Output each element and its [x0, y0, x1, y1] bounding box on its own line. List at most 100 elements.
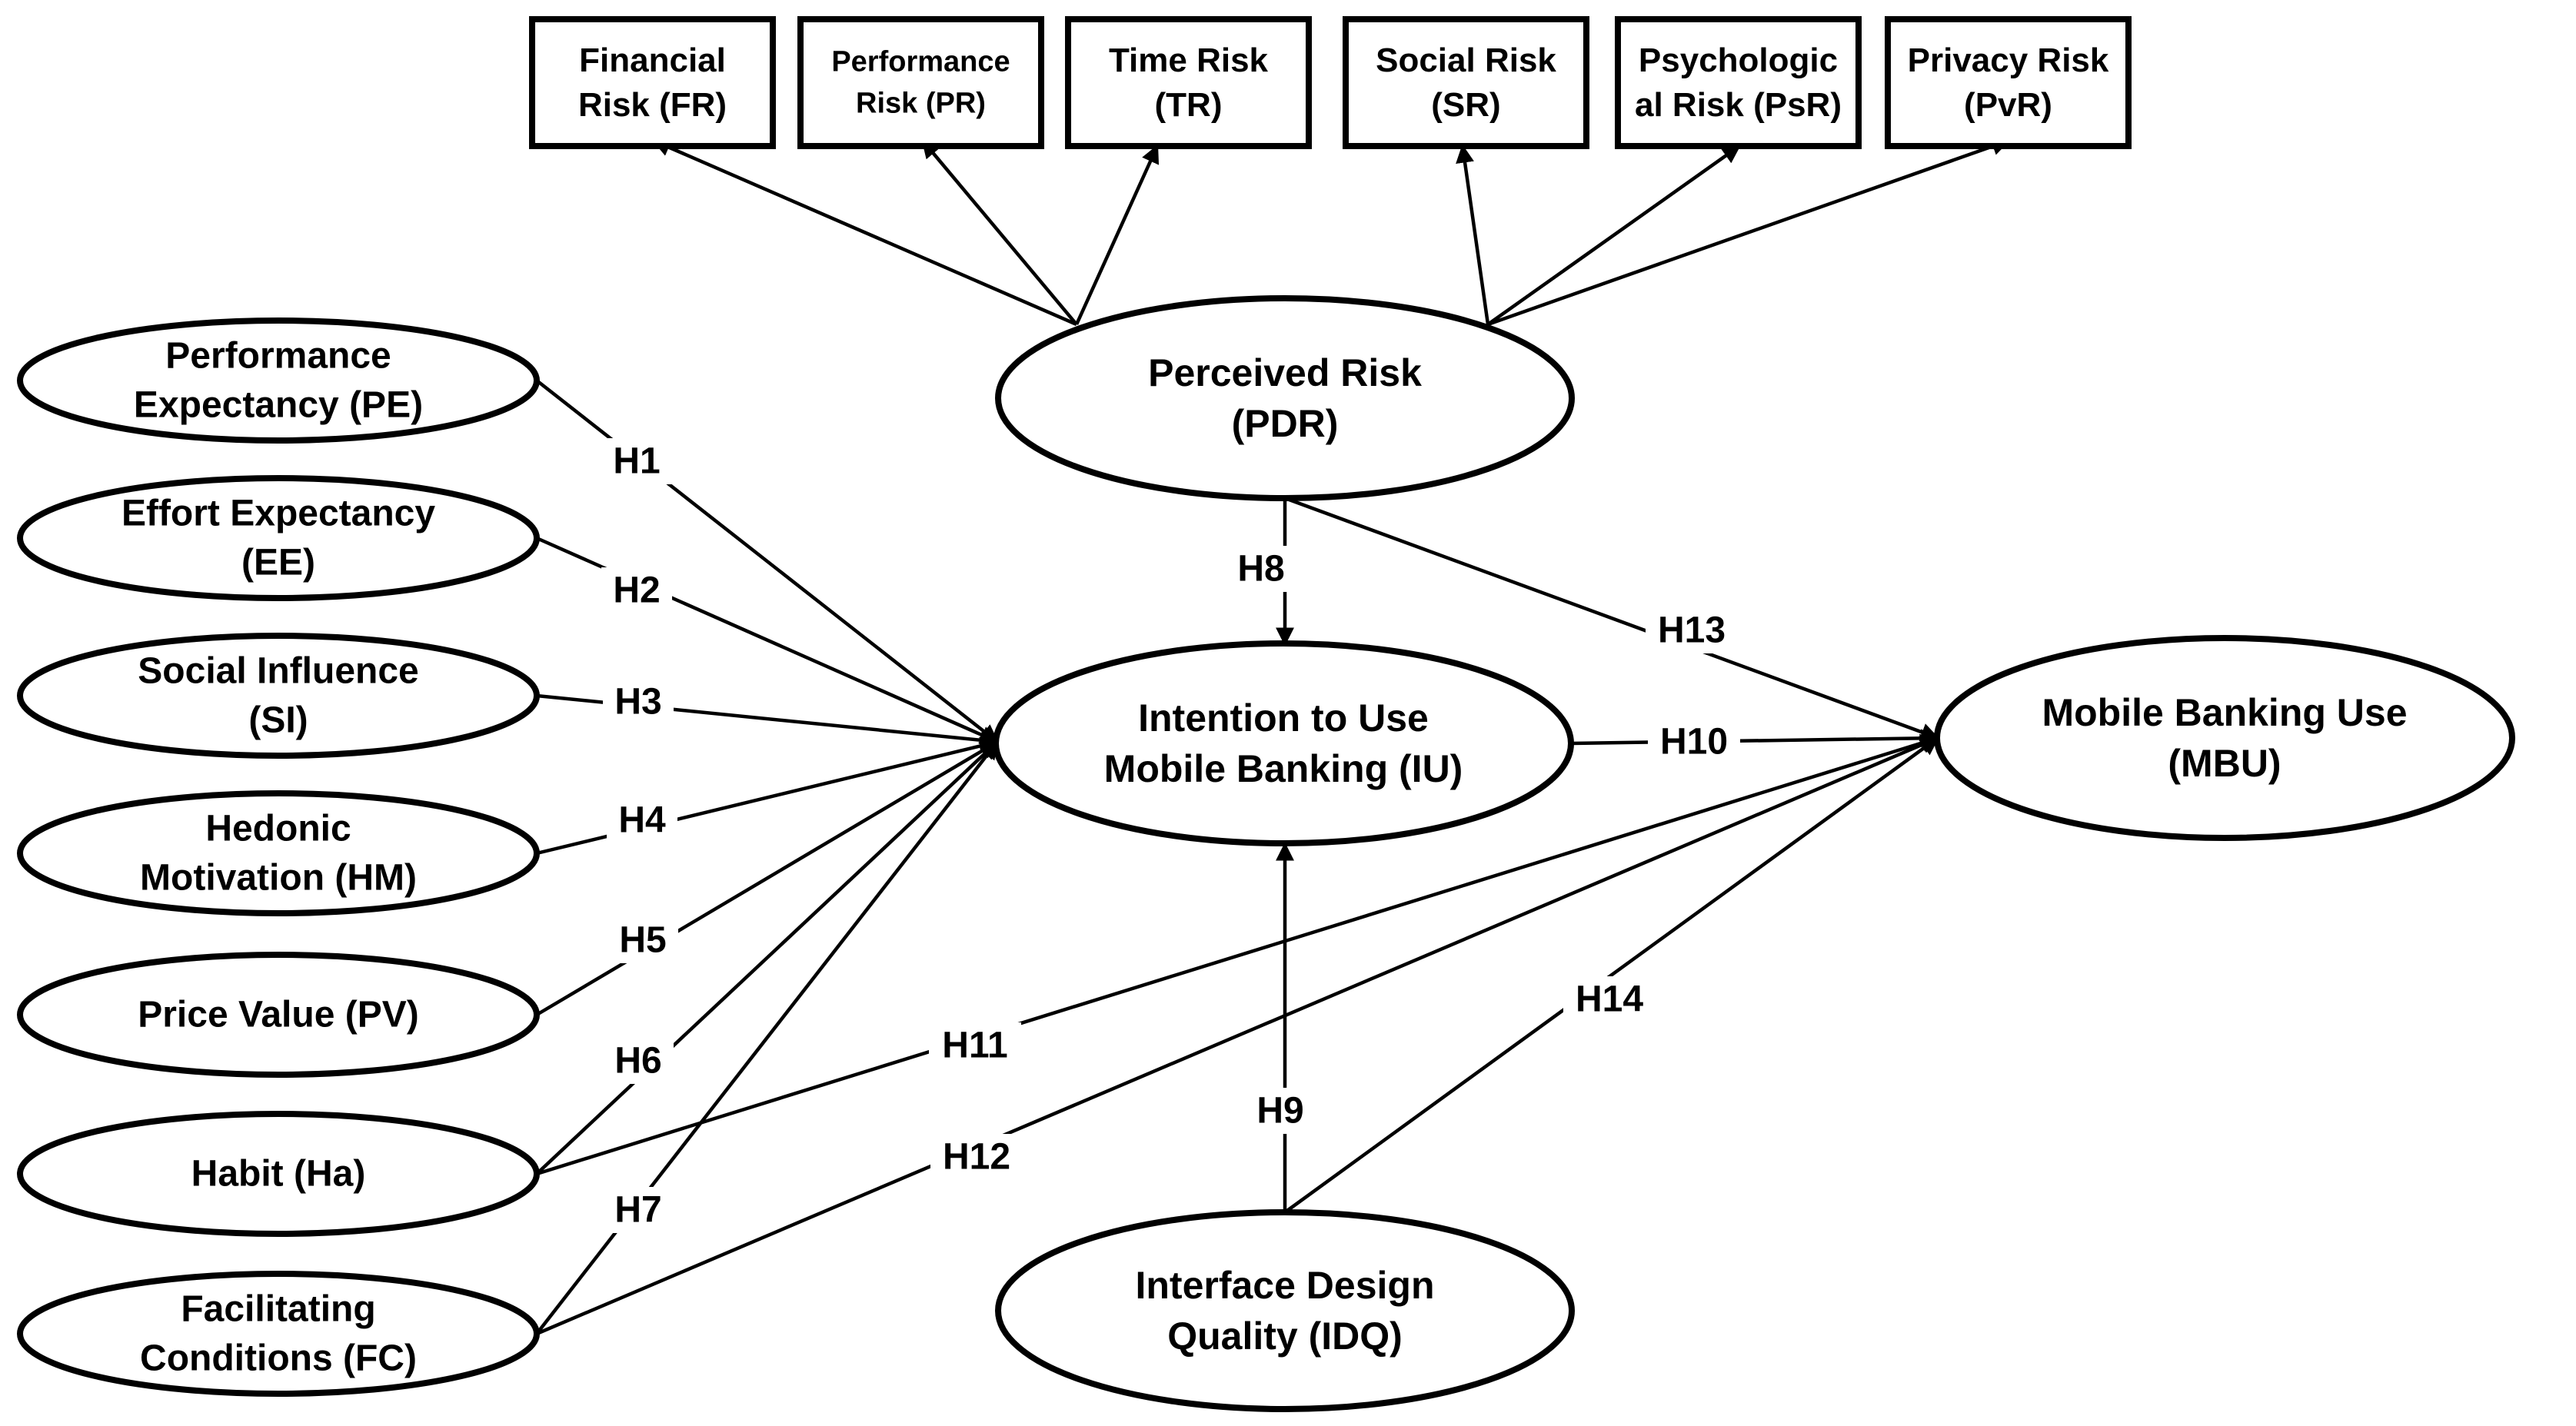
node-ha-ellipse: [17, 1111, 540, 1237]
node-ee-label-line-2: (EE): [241, 543, 315, 583]
node-pr-box: [797, 16, 1044, 149]
hypothesis-label-h2: H2: [613, 570, 660, 611]
label-h9-background: [1245, 1088, 1316, 1134]
label-h4-background: [607, 797, 677, 843]
edge-h13-arrow: [1284, 496, 1940, 741]
node-idq-label-line-1: Interface Design: [1135, 1264, 1434, 1307]
node-fc-ellipse: [17, 1271, 540, 1397]
node-pdr: Perceived Risk (PDR): [995, 295, 1575, 501]
hypothesis-label-h8: H8: [1237, 549, 1284, 590]
node-pv-ellipse: [17, 952, 540, 1078]
node-fc-label-line-1: Facilitating: [181, 1289, 375, 1330]
node-pe-label-line-2: Expectancy (PE): [134, 385, 423, 426]
node-iu-label-line-2: Mobile Banking (IU): [1104, 747, 1463, 790]
node-pr-label-line-1: Performance: [831, 46, 1010, 78]
edge-h6-arrow: [535, 740, 999, 1175]
hypothesis-label-h4: H4: [618, 800, 666, 841]
node-fc-label-line-2: Conditions (FC): [140, 1338, 417, 1379]
label-h7-background: [603, 1187, 674, 1233]
edge-h7-arrow: [535, 740, 999, 1335]
edge-h14-arrow: [1283, 736, 1939, 1214]
edge-h11-arrow: [536, 733, 1940, 1176]
node-sr-label-line-2: (SR): [1431, 86, 1500, 124]
node-si-label-line-2: (SI): [248, 700, 308, 741]
node-hm-label-line-2: Motivation (HM): [140, 858, 417, 899]
node-psr-box: [1615, 16, 1862, 149]
hypothesis-label-h13: H13: [1658, 610, 1726, 651]
node-tr: Time Risk (TR): [1065, 16, 1312, 149]
hypothesis-label-h5: H5: [619, 920, 666, 961]
hypothesis-label-h6: H6: [614, 1041, 661, 1082]
node-ee-ellipse: [17, 475, 540, 601]
node-pdr-ellipse: [995, 295, 1575, 501]
node-psr-label-line-2: al Risk (PsR): [1635, 86, 1842, 124]
edge-pdr-psr-arrow: [1486, 145, 1741, 326]
node-pvr-label-line-2: (PvR): [1964, 86, 2052, 124]
node-iu-label-line-1: Intention to Use: [1138, 696, 1429, 740]
node-mbu-label-line-1: Mobile Banking Use: [2042, 691, 2407, 734]
edge-h4-arrow: [536, 736, 1000, 856]
edge-h5-arrow: [535, 740, 1000, 1016]
node-iu-ellipse: [993, 640, 1574, 846]
node-tr-label-line-1: Time Risk: [1109, 42, 1269, 79]
node-mbu-ellipse: [1934, 635, 2515, 841]
node-pr-label-line-2: Risk (PR): [856, 88, 986, 120]
label-h3-background: [603, 679, 674, 725]
hypothesis-label-h10: H10: [1660, 722, 1728, 763]
node-idq-label-line-2: Quality (IDQ): [1167, 1315, 1403, 1358]
node-pdr-label-line-1: Perceived Risk: [1148, 351, 1422, 394]
hypothesis-label-h3: H3: [614, 682, 661, 723]
node-sr-label-line-1: Social Risk: [1376, 42, 1556, 79]
node-pvr-label-line-1: Privacy Risk: [1908, 42, 2109, 79]
node-ha-label-line-1: Habit (Ha): [191, 1154, 366, 1195]
node-si-label-line-1: Social Influence: [138, 651, 418, 692]
node-hm-ellipse: [17, 790, 540, 916]
label-h10-background: [1648, 719, 1740, 765]
edge-pdr-sr-arrow: [1456, 144, 1490, 325]
label-h2-background: [601, 567, 672, 613]
node-ha: Habit (Ha): [17, 1111, 540, 1237]
hypothesis-label-h11: H11: [942, 1025, 1007, 1066]
node-idq-ellipse: [995, 1209, 1575, 1412]
node-pvr: Privacy Risk (PvR): [1885, 16, 2132, 149]
node-ee: Effort Expectancy (EE): [17, 475, 540, 601]
label-h1-background: [601, 438, 672, 484]
node-si-ellipse: [17, 633, 540, 759]
node-hm-label-line-1: Hedonic: [205, 809, 351, 849]
node-pv: Price Value (PV): [17, 952, 540, 1078]
hypothesis-label-h9: H9: [1256, 1091, 1303, 1132]
label-h13-background: [1646, 607, 1738, 653]
node-sr: Social Risk (SR): [1343, 16, 1589, 149]
node-mbu: Mobile Banking Use (MBU): [1934, 635, 2515, 841]
node-tr-label-line-2: (TR): [1155, 86, 1223, 124]
node-pvr-box: [1885, 16, 2132, 149]
node-ee-label-line-1: Effort Expectancy: [121, 494, 435, 534]
hypothesis-label-h7: H7: [614, 1190, 661, 1231]
edge-h12-arrow: [536, 736, 1940, 1336]
node-tr-box: [1065, 16, 1312, 149]
edges-layer: [535, 137, 2011, 1336]
node-pe-label-line-1: Performance: [165, 336, 391, 377]
label-h12-background: [930, 1134, 1023, 1180]
hypothesis-label-h1: H1: [613, 441, 660, 482]
node-pv-label-line-1: Price Value (PV): [138, 995, 419, 1035]
node-fr-box: [529, 16, 776, 149]
node-mbu-label-line-2: (MBU): [2168, 742, 2281, 785]
label-h5-background: [607, 917, 678, 963]
edge-h10-arrow: [1571, 729, 1940, 748]
node-fr-label-line-1: Financial: [579, 42, 726, 79]
node-pdr-label-line-2: (PDR): [1232, 402, 1339, 445]
hypothesis-label-h12: H12: [943, 1137, 1010, 1178]
edge-pdr-pr-arrow: [921, 139, 1078, 326]
label-h8-background: [1226, 546, 1296, 592]
edge-pdr-tr-arrow: [1074, 144, 1160, 325]
